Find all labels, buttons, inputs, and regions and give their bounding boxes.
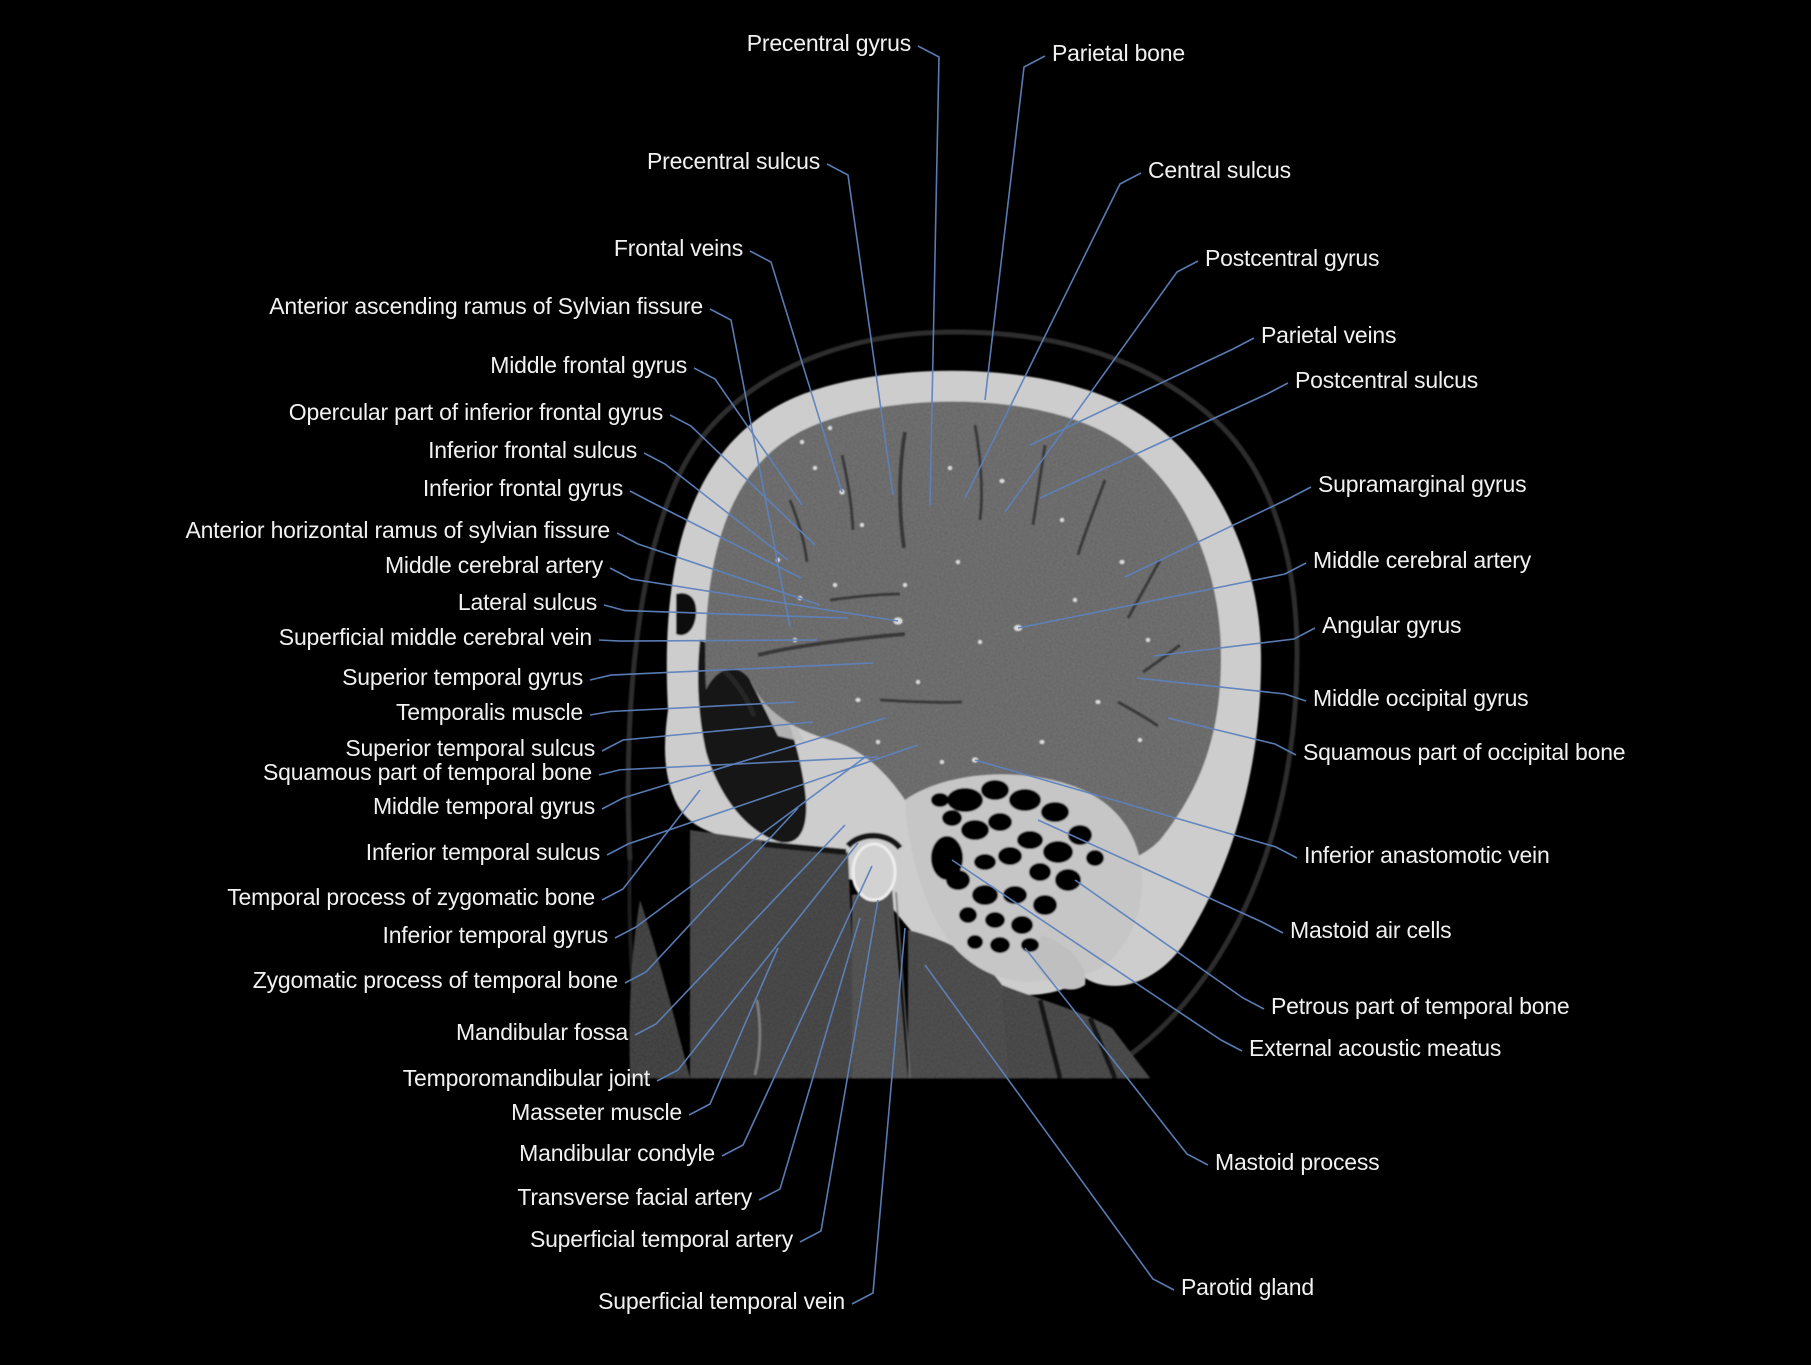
leader-line-right-mastoid-process [1024, 947, 1209, 1166]
external-acoustic-meatus [931, 836, 963, 880]
leader-line-right-angular-gyrus [1153, 627, 1316, 657]
leader-line-right-middle-occipital-gyrus [1136, 677, 1307, 702]
leader-line-left-superior-temporal-gyrus [589, 662, 874, 681]
leader-line-left-temporalis-muscle [589, 701, 796, 716]
leader-line-left-masseter-muscle [688, 947, 779, 1116]
leader-line-right-parotid-gland [924, 964, 1175, 1291]
leader-line-left-frontal-veins [749, 250, 843, 493]
leader-line-right-petrous-part-of-temporal-bone [1074, 879, 1265, 1010]
leader-line-right-central-sulcus [964, 172, 1142, 499]
leader-line-left-inferior-temporal-sulcus [606, 744, 919, 856]
leader-line-right-middle-cerebral-artery [1017, 562, 1307, 629]
leader-line-left-zygomatic-process-of-temporal-bone [624, 807, 799, 984]
skin-outline [625, 329, 1300, 1079]
leader-line-left-precentral-gyrus [917, 45, 940, 506]
leader-line-left-anterior-ascending-ramus-of-sylvian-fissure [709, 308, 791, 628]
leader-line-left-mandibular-fossa [634, 824, 846, 1036]
mastoid-air-cells [931, 780, 1104, 953]
leader-lines [589, 45, 1316, 1305]
leader-line-left-anterior-horizontal-ramus-of-sylvian-fissure [616, 532, 821, 606]
leader-line-left-inferior-frontal-sulcus [643, 452, 789, 561]
leader-line-left-superficial-middle-cerebral-vein [598, 639, 818, 642]
brain [705, 401, 1222, 875]
brain-sulci [757, 424, 1181, 728]
leader-line-right-postcentral-sulcus [1039, 382, 1289, 499]
leader-line-left-temporal-process-of-zygomatic-bone [601, 789, 701, 901]
leader-line-right-external-acoustic-meatus [951, 859, 1243, 1052]
leader-line-left-inferior-frontal-gyrus [629, 490, 802, 579]
leader-line-right-parietal-bone [984, 55, 1046, 401]
leader-line-right-squamous-part-of-occipital-bone [1167, 717, 1297, 756]
leader-line-right-mastoid-air-cells [1037, 819, 1284, 934]
leader-line-left-superficial-temporal-artery [799, 899, 879, 1243]
tmj-joint-space [845, 832, 903, 851]
leader-line-left-middle-frontal-gyrus [693, 367, 803, 506]
mandibular-ramus [852, 888, 908, 1078]
leader-line-right-postcentral-gyrus [1004, 260, 1199, 513]
leader-line-right-inferior-anastomotic-vein [974, 759, 1298, 859]
ct-slice [0, 329, 1811, 1365]
leader-line-left-squamous-part-of-temporal-bone [598, 756, 879, 776]
posterior-neck-muscles [1002, 985, 1150, 1078]
cheek-masseter [690, 830, 858, 1078]
leader-line-left-middle-temporal-gyrus [601, 717, 886, 810]
frontal-sinus [676, 593, 697, 636]
leader-line-left-mandibular-condyle [721, 865, 873, 1157]
leader-line-left-temporomandibular-joint [656, 842, 859, 1082]
leader-line-left-lateral-sulcus [603, 604, 849, 619]
leader-line-left-middle-cerebral-artery [609, 567, 899, 622]
leader-line-left-transverse-facial-artery [758, 917, 861, 1201]
leader-line-left-superior-temporal-sulcus [601, 721, 814, 752]
leader-line-left-inferior-temporal-gyrus [614, 754, 869, 939]
anterior-face-edge [629, 900, 690, 1078]
leader-line-left-opercular-part-of-inferior-frontal-gyrus [669, 414, 816, 546]
leader-line-left-superficial-temporal-vein [851, 927, 906, 1305]
leader-line-left-precentral-sulcus [826, 163, 894, 496]
mastoid-process-tip [1032, 935, 1086, 990]
leader-line-right-parietal-veins [1029, 337, 1255, 446]
transverse-facial-artery-vessel [753, 999, 762, 1076]
leader-line-right-supramarginal-gyrus [1124, 486, 1312, 578]
